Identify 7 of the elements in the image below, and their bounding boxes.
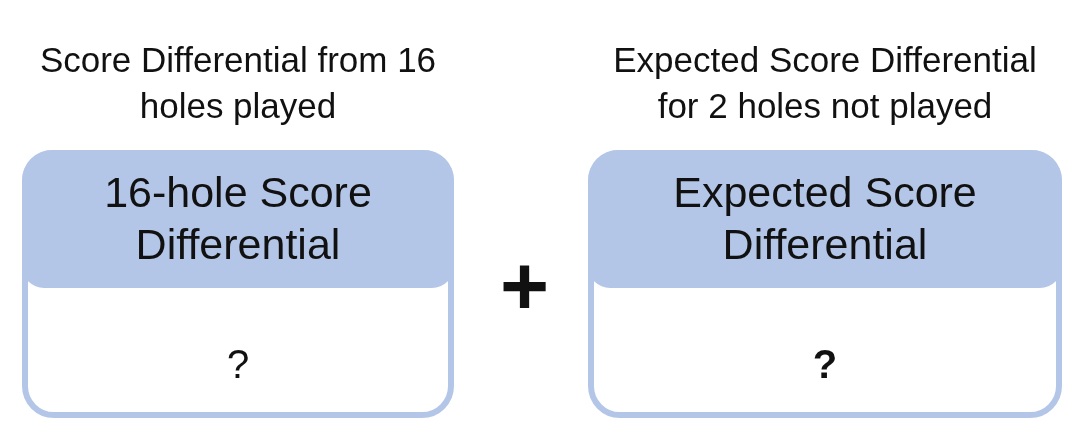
card-value: ? — [812, 344, 838, 384]
card-heading: Expected Score Differential for 2 holes not played — [612, 39, 1038, 127]
header-band: 16-hole Score Differential — [22, 150, 454, 288]
header-band: Expected Score Differential — [588, 150, 1062, 288]
card-value: ? — [226, 344, 250, 384]
plus-sign: + — [500, 244, 550, 328]
card-heading: Score Differential from 16 holes played — [38, 39, 438, 127]
